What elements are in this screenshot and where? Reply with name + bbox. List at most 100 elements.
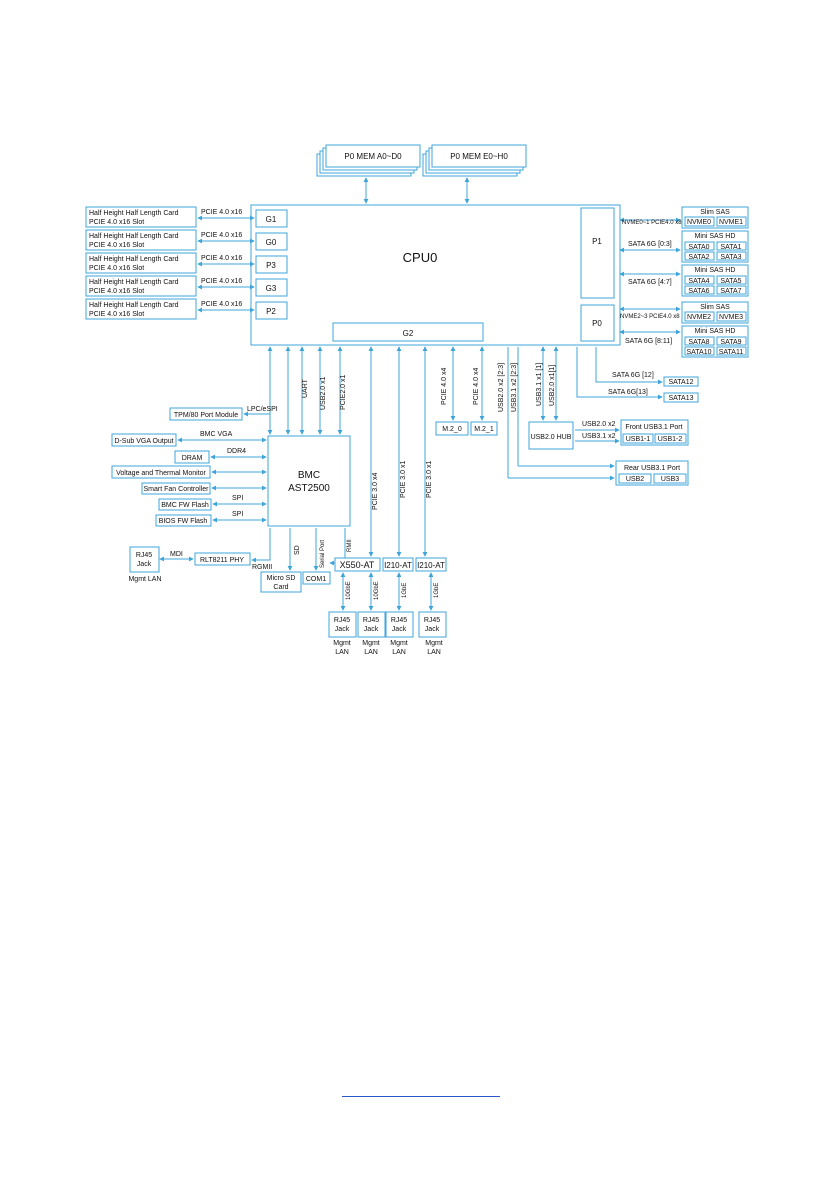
fan-label: Smart Fan Controller bbox=[144, 486, 210, 493]
port-p3 bbox=[255, 255, 288, 274]
lan-jack-3-lan: LAN bbox=[392, 649, 406, 656]
bmc-fw-flash bbox=[158, 498, 212, 511]
port-p0-label: P0 bbox=[592, 319, 602, 328]
mini-sas-hd-3: Mini SAS HD SATA8 SATA9 SATA10 SATA11 bbox=[681, 325, 749, 358]
sata11: SATA11 bbox=[719, 349, 744, 356]
pcie30-x1-link-a: PCIE 3.0 x1 bbox=[400, 461, 407, 498]
pcie40-x4-link-a: PCIE 4.0 x4 bbox=[441, 368, 448, 405]
front-usb-port: Front USB3.1 Port USB1-1 USB1-2 bbox=[620, 419, 689, 446]
cpu0-block bbox=[250, 204, 621, 346]
footer-link-underline[interactable] bbox=[342, 1096, 500, 1097]
lan-jack-2: RJ45 Jack Mgmt LAN bbox=[357, 611, 386, 656]
slot-2-link: PCIE 4.0 x16 bbox=[201, 232, 242, 239]
bmc-vga-link: BMC VGA bbox=[200, 431, 233, 438]
tpm-module bbox=[169, 407, 243, 421]
nvme1: NVME1 bbox=[719, 219, 743, 226]
sata-link-1: SATA 6G [0:3] bbox=[628, 241, 672, 248]
bmc-rj45-line1: RJ45 bbox=[136, 552, 152, 559]
pcie-slot-5: Half Height Half Length Card PCIE 4.0 x1… bbox=[85, 298, 255, 320]
mini-sas-3-title: Mini SAS HD bbox=[695, 328, 736, 335]
sata1: SATA1 bbox=[720, 244, 741, 251]
lan-jack-4-line1: RJ45 bbox=[424, 617, 440, 624]
port-g0-label: G0 bbox=[266, 238, 277, 247]
bios-fw-flash bbox=[155, 514, 212, 527]
slot-3-line1: Half Height Half Length Card bbox=[89, 256, 179, 263]
sata3: SATA3 bbox=[720, 254, 741, 261]
slot-4-link: PCIE 4.0 x16 bbox=[201, 278, 242, 285]
nvme-link-1: NVME0~1 PCIE4.0 x8 bbox=[622, 220, 682, 226]
lan-jack-4-mgmt: Mgmt bbox=[425, 640, 443, 647]
bmc-flash-label: BMC FW Flash bbox=[161, 502, 209, 509]
lan-jack-4-line2: Jack bbox=[425, 626, 440, 633]
link-1g-a: 1GbE bbox=[402, 583, 408, 598]
i210-b-label: I210-AT bbox=[417, 561, 445, 570]
com1-label: COM1 bbox=[306, 576, 326, 583]
phy-chip bbox=[194, 552, 251, 566]
bmc-mgmt-lan: Mgmt LAN bbox=[128, 576, 161, 583]
serial-link: Serial Port bbox=[320, 540, 326, 568]
sata13-box bbox=[663, 392, 699, 403]
lan-jack-1-line2: Jack bbox=[335, 626, 350, 633]
lan-jack-4-lan: LAN bbox=[427, 649, 441, 656]
slot-3-link: PCIE 4.0 x16 bbox=[201, 255, 242, 262]
sata-link-2: SATA 6G [4:7] bbox=[628, 279, 672, 286]
rmii-link: RMII bbox=[347, 539, 353, 552]
bmc-chip: AST2500 bbox=[288, 483, 330, 494]
port-g1-label: G1 bbox=[266, 215, 277, 224]
vga-output bbox=[111, 433, 177, 447]
pcie20-x1-link: PCIE2.0 x1 bbox=[340, 374, 347, 410]
usb20-x1b-link: USB2.0 x1[1] bbox=[549, 365, 556, 406]
usb-hub-label: USB2.0 HUB bbox=[531, 434, 572, 441]
nvme3: NVME3 bbox=[719, 314, 743, 321]
x550-label: X550-AT bbox=[340, 560, 375, 570]
lan-jack-2-mgmt: Mgmt bbox=[362, 640, 380, 647]
pcie-slot-2: Half Height Half Length Card PCIE 4.0 x1… bbox=[85, 229, 255, 251]
i210-at-b bbox=[415, 557, 447, 572]
m2-1-label: M.2_1 bbox=[474, 426, 494, 433]
usb-hub-link-a: USB2.0 x2 bbox=[582, 421, 616, 428]
pcie30-x4-link: PCIE 3.0 x4 bbox=[372, 473, 379, 510]
com1 bbox=[302, 571, 331, 585]
sata12: SATA12 bbox=[668, 379, 693, 386]
port-g2 bbox=[332, 322, 484, 342]
usb2: USB2 bbox=[626, 476, 644, 483]
bmc-block bbox=[267, 435, 351, 527]
link-10g-a: 10GbE bbox=[346, 581, 352, 600]
memory-e0-h0-label: P0 MEM E0~H0 bbox=[450, 152, 508, 161]
spi-link-2: SPI bbox=[232, 511, 243, 518]
slot-1-line1: Half Height Half Length Card bbox=[89, 210, 179, 217]
usb1-2: USB1-2 bbox=[658, 436, 683, 443]
usb3: USB3 bbox=[661, 476, 679, 483]
cpu0-title: CPU0 bbox=[403, 250, 438, 265]
slot-3-line2: PCIE 4.0 x16 Slot bbox=[89, 265, 144, 272]
lan-jack-2-line2: Jack bbox=[364, 626, 379, 633]
usb-hub bbox=[528, 421, 574, 450]
rgmii-link: RGMII bbox=[252, 564, 272, 571]
lan-jack-2-lan: LAN bbox=[364, 649, 378, 656]
sata10: SATA10 bbox=[686, 349, 711, 356]
usb31-x2-link: USB3.1 x2 [2:3] bbox=[511, 363, 518, 412]
memory-a0-d0-label: P0 MEM A0~D0 bbox=[344, 152, 402, 161]
usb20-x1-link: USB2.0 x1 bbox=[320, 376, 327, 410]
sd-link: SD bbox=[294, 545, 301, 555]
spi-link-1: SPI bbox=[232, 495, 243, 502]
usb1-1: USB1-1 bbox=[626, 436, 651, 443]
slot-5-line2: PCIE 4.0 x16 Slot bbox=[89, 311, 144, 318]
slot-4-line2: PCIE 4.0 x16 Slot bbox=[89, 288, 144, 295]
port-p2-label: P2 bbox=[266, 307, 276, 316]
nvme0: NVME0 bbox=[687, 219, 711, 226]
sata6: SATA6 bbox=[688, 288, 709, 295]
port-p2 bbox=[255, 301, 288, 320]
sata5: SATA5 bbox=[720, 278, 741, 285]
port-g3-label: G3 bbox=[266, 284, 277, 293]
port-g3 bbox=[255, 278, 288, 297]
voltage-monitor bbox=[111, 465, 211, 479]
slim-sas-1-title: Slim SAS bbox=[700, 209, 730, 216]
mini-sas-hd-2: Mini SAS HD SATA4 SATA5 SATA6 SATA7 bbox=[681, 264, 749, 297]
mini-sas-hd-1: Mini SAS HD SATA0 SATA1 SATA2 SATA3 bbox=[681, 230, 749, 263]
slim-sas-2: Slim SAS NVME2 NVME3 bbox=[681, 301, 749, 324]
slot-4-line1: Half Height Half Length Card bbox=[89, 279, 179, 286]
tpm-label: TPM/80 Port Module bbox=[174, 412, 238, 419]
sata12-link: SATA 6G [12] bbox=[612, 372, 654, 379]
